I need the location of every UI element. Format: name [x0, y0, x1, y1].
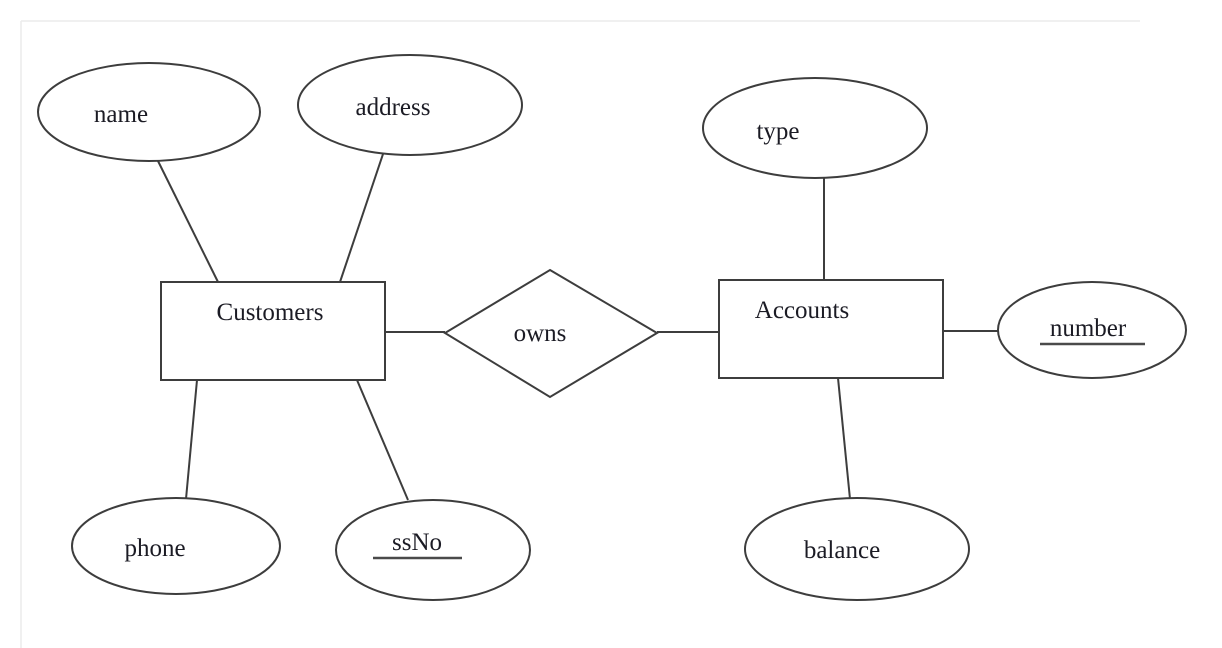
connector-address-customers — [339, 153, 384, 283]
attribute-type-label: type — [756, 118, 799, 145]
attribute-number-ellipse — [997, 281, 1187, 379]
connector-accounts-balance — [837, 377, 851, 500]
attribute-address: address — [297, 54, 523, 156]
attribute-type: type — [702, 77, 928, 179]
attribute-ssno-label: ssNo — [392, 529, 442, 556]
attribute-number: number — [997, 281, 1187, 379]
attribute-address-label: address — [356, 94, 431, 121]
attribute-phone-label: phone — [124, 535, 185, 562]
entity-accounts-box — [718, 279, 944, 379]
entity-customers: Customers — [160, 281, 386, 381]
attribute-type-ellipse — [702, 77, 928, 179]
attribute-address-ellipse — [297, 54, 523, 156]
attribute-balance: balance — [744, 497, 970, 601]
entity-accounts-label: Accounts — [755, 297, 849, 324]
entity-customers-box — [160, 281, 386, 381]
relationship-owns-label: owns — [514, 320, 567, 347]
attribute-number-label: number — [1050, 315, 1127, 342]
relationship-owns: owns — [443, 268, 659, 399]
attribute-balance-label: balance — [804, 537, 880, 564]
attribute-balance-ellipse — [744, 497, 970, 601]
attribute-phone: phone — [71, 497, 281, 595]
connector-phone-customers — [185, 379, 198, 500]
connector-name-customers — [157, 160, 219, 283]
attribute-name-ellipse — [37, 62, 261, 162]
attribute-name: name — [37, 62, 261, 162]
connector-ssno-customers — [356, 379, 409, 501]
entity-accounts: Accounts — [718, 279, 944, 379]
attribute-ssno: ssNo — [335, 499, 531, 601]
entity-customers-label: Customers — [217, 299, 324, 326]
attribute-name-label: name — [94, 101, 148, 128]
attribute-ssno-ellipse — [335, 499, 531, 601]
relationship-owns-diamond — [443, 268, 659, 399]
attribute-phone-ellipse — [71, 497, 281, 595]
